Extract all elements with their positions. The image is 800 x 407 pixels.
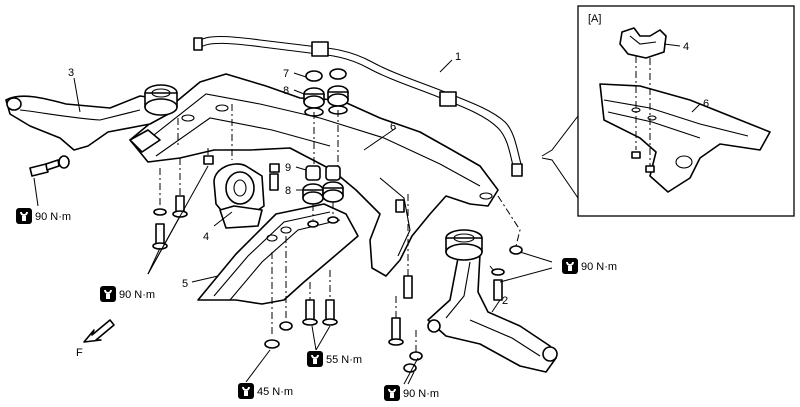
label-part-5: 5 [182, 278, 188, 290]
torque-skid-front-value: 45 N·m [257, 386, 293, 398]
torque-skid-rear: 55 N·m [307, 351, 362, 367]
torque-mount-bolts-value: 90 N·m [119, 289, 155, 301]
crossmember [129, 73, 499, 277]
torque-arm-bolts: 90 N·m [384, 385, 439, 401]
label-part-8-lower: 8 [285, 185, 291, 197]
label-part-6: 6 [390, 121, 396, 133]
torque-right-bolts-value: 90 N·m [581, 261, 617, 273]
direction-label: F [76, 347, 83, 359]
fasteners [29, 155, 523, 373]
torque-arm-bolts-value: 90 N·m [403, 388, 439, 400]
label-part-4: 4 [203, 231, 209, 243]
forward-direction-arrow: F [76, 319, 115, 359]
control-arm-left [5, 84, 178, 151]
label-part-8-upper: 8 [283, 85, 289, 97]
label-part-3: 3 [68, 67, 74, 79]
torque-skid-rear-value: 55 N·m [326, 354, 362, 366]
assembly-lines [159, 104, 521, 352]
under-cover [197, 203, 359, 305]
label-part-9: 9 [285, 162, 291, 174]
torque-skid-front: 45 N·m [238, 383, 293, 399]
stabilizer-bar [193, 36, 523, 177]
control-arm-right [427, 229, 558, 373]
torque-left-bolt-value: 90 N·m [35, 211, 71, 223]
label-part-7: 7 [283, 68, 289, 80]
inset-label-part-4: 4 [683, 41, 689, 53]
torque-mount-bolts: 90 N·m [100, 286, 155, 302]
torque-left-bolt: 90 N·m [16, 208, 71, 224]
detail-inset: [A] 4 6 [541, 5, 795, 217]
label-part-1: 1 [455, 51, 461, 63]
bushing-stack [302, 68, 349, 205]
engine-mount [213, 163, 265, 229]
inset-title: [A] [588, 13, 601, 25]
leader-lines [33, 59, 553, 385]
inset-label-part-6: 6 [703, 98, 709, 110]
label-part-2: 2 [502, 295, 508, 307]
torque-right-bolts: 90 N·m [562, 258, 617, 274]
